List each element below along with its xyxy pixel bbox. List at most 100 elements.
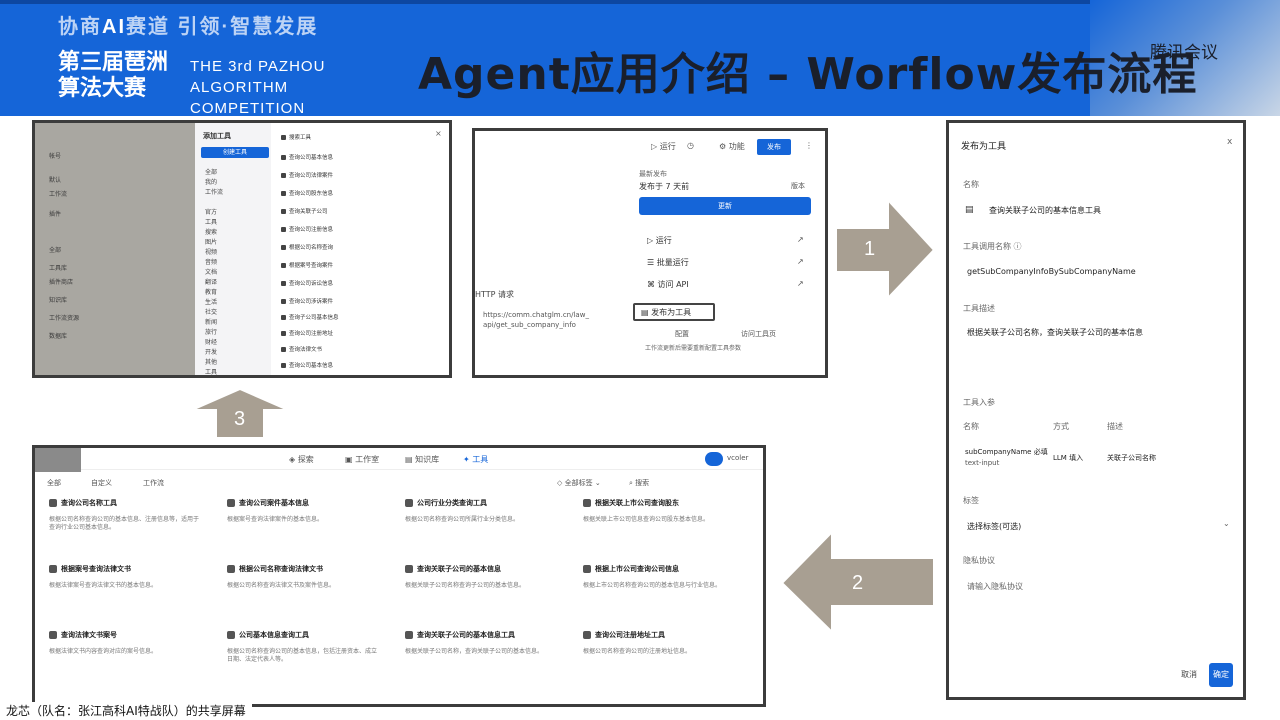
side-item[interactable]: 数据库 xyxy=(49,333,68,340)
tool-list-item[interactable]: 查询公司股东信息 xyxy=(281,189,333,197)
side-item[interactable]: 帐号 xyxy=(49,153,62,160)
update-button[interactable]: 更新 xyxy=(639,197,811,215)
tool-card[interactable]: 公司行业分类查询工具根据公司名称查询公司所属行业分类信息。 xyxy=(405,499,520,523)
category-item[interactable]: 全部 xyxy=(205,169,218,176)
category-item[interactable]: 旅行 xyxy=(205,329,218,336)
category-item[interactable]: 新闻 xyxy=(205,319,218,326)
confirm-button[interactable]: 确定 xyxy=(1209,663,1233,687)
side-item[interactable]: 全部 xyxy=(49,247,62,254)
avatar[interactable] xyxy=(705,452,723,466)
chevron-down-icon[interactable]: ⌄ xyxy=(1223,519,1230,528)
tool-card[interactable]: 根据案号查询法律文书根据法律案号查询法律文书的基本信息。 xyxy=(49,565,158,589)
tool-list-item[interactable]: 搜索工具 xyxy=(281,133,311,141)
tool-card[interactable]: 根据关联上市公司查询股东根据关联上市公司信息查询公司股东基本信息。 xyxy=(583,499,710,523)
tool-list-item[interactable]: 查询公司注册信息 xyxy=(281,225,333,233)
category-item[interactable]: 社交 xyxy=(205,309,218,316)
category-item[interactable]: 工具 xyxy=(205,219,218,226)
more-icon[interactable]: ⋮ xyxy=(805,141,813,150)
nav-knowledge[interactable]: ▤ 知识库 xyxy=(405,455,440,464)
tool-card[interactable]: 查询关联子公司的基本信息根据关联子公司名称查询子公司的基本信息。 xyxy=(405,565,526,589)
tool-list-item[interactable]: 查询公司基本信息 xyxy=(281,361,333,369)
tool-list-item[interactable]: 根据案号查询案件 xyxy=(281,261,333,269)
form-title: 发布为工具 xyxy=(961,142,1007,152)
user-name[interactable]: vcoler xyxy=(727,454,749,462)
config-link[interactable]: 配置 xyxy=(675,330,689,338)
category-item[interactable]: 翻译 xyxy=(205,279,218,286)
tool-list-item[interactable]: 查询公司诉讼信息 xyxy=(281,279,333,287)
category-item[interactable]: 开发 xyxy=(205,349,218,356)
category-item[interactable]: 视频 xyxy=(205,249,218,256)
version-link[interactable]: 版本 xyxy=(791,182,805,190)
tool-list-item[interactable]: 根据公司名称查询 xyxy=(281,243,333,251)
history-icon[interactable]: ◷ xyxy=(687,141,694,150)
description-input[interactable]: 根据关联子公司名称，查询关联子公司的基本信息 xyxy=(967,328,1143,337)
privacy-input[interactable]: 请输入隐私协议 xyxy=(967,582,1023,591)
nav-explore[interactable]: ◈ 探索 xyxy=(289,455,314,464)
tool-list-item[interactable]: 查询公司涉诉案件 xyxy=(281,297,333,305)
category-item[interactable]: 生活 xyxy=(205,299,218,306)
category-item[interactable]: 音频 xyxy=(205,259,218,266)
filter-all[interactable]: 全部 xyxy=(47,479,61,487)
tag-select[interactable]: 选择标签(可选) xyxy=(967,522,1022,531)
tool-list-item[interactable]: 查询公司注册地址 xyxy=(281,329,333,337)
param-header-name: 名称 xyxy=(963,422,979,431)
param-desc[interactable]: 关联子公司名称 xyxy=(1107,454,1156,462)
filter-custom[interactable]: 自定义 xyxy=(91,479,112,487)
access-tool-link[interactable]: 访问工具页 xyxy=(741,330,776,338)
tool-card[interactable]: 查询公司案件基本信息根据案号查询法律案件的基本信息。 xyxy=(227,499,324,523)
tool-list-item[interactable]: 查询法律文书 xyxy=(281,345,322,353)
side-item[interactable]: 工作流 xyxy=(49,191,68,198)
create-tool-button[interactable]: 创建工具 xyxy=(201,147,269,158)
call-name-input[interactable]: getSubCompanyInfoBySubCompanyName xyxy=(967,267,1136,276)
close-icon[interactable]: x xyxy=(1227,137,1233,147)
filter-workflow[interactable]: 工作流 xyxy=(143,479,164,487)
category-item[interactable]: 我的 xyxy=(205,179,218,186)
tool-card[interactable]: 公司基本信息查询工具根据公司名称查询公司的基本信息，包括注册资本、成立日期、法定… xyxy=(227,631,378,663)
nav-studio[interactable]: ▣ 工作室 xyxy=(345,455,380,464)
scrollbar[interactable] xyxy=(825,131,828,377)
category-item[interactable]: 图片 xyxy=(205,239,218,246)
name-input[interactable]: 查询关联子公司的基本信息工具 xyxy=(989,206,1101,215)
tool-card[interactable]: 根据公司名称查询法律文书根据公司名称查询法律文书及案件信息。 xyxy=(227,565,336,589)
category-item[interactable]: 工具 xyxy=(205,369,218,376)
tool-list-item[interactable]: 查询子公司基本信息 xyxy=(281,313,339,321)
category-item[interactable]: 其他 xyxy=(205,359,218,366)
side-item[interactable]: 知识库 xyxy=(49,297,68,304)
side-item[interactable]: 工具库 xyxy=(49,265,68,272)
nav-tools[interactable]: ✦ 工具 xyxy=(463,455,489,464)
cancel-button[interactable]: 取消 xyxy=(1181,670,1197,679)
category-item[interactable]: 工作流 xyxy=(205,189,224,196)
tool-card[interactable]: 查询关联子公司的基本信息工具根据关联子公司名称，查询关联子公司的基本信息。 xyxy=(405,631,544,655)
category-item[interactable]: 教育 xyxy=(205,289,218,296)
tool-list-item[interactable]: 查询关联子公司 xyxy=(281,207,328,215)
tool-card[interactable]: 查询法律文书案号根据法律文书内容查询对应的案号信息。 xyxy=(49,631,158,655)
category-item[interactable]: 搜索 xyxy=(205,229,218,236)
publish-as-tool-button[interactable]: ▤ 发布为工具 xyxy=(641,308,692,317)
feature-button[interactable]: ⚙ 功能 xyxy=(719,142,745,151)
category-item[interactable]: 财经 xyxy=(205,339,218,346)
tool-list-item[interactable]: 查询公司基本信息 xyxy=(281,153,333,161)
category-item[interactable]: 官方 xyxy=(205,209,218,216)
tencent-meeting-label: 腾讯会议 xyxy=(1150,43,1218,63)
menu-run[interactable]: ▷ 运行 xyxy=(647,236,672,245)
tool-card[interactable]: 查询公司注册地址工具根据公司名称查询公司的注册地址信息。 xyxy=(583,631,692,655)
side-item[interactable]: 插件 xyxy=(49,211,62,218)
tool-icon xyxy=(281,209,286,214)
menu-batch-run[interactable]: ☰ 批量运行 xyxy=(647,258,689,267)
tool-card[interactable]: 查询公司名称工具根据公司名称查询公司的基本信息、注册信息等，适用于查询行业公司基… xyxy=(49,499,200,531)
tag-filter-select[interactable]: ◇ 全部标签 ⌄ xyxy=(557,479,601,487)
category-item[interactable]: 文档 xyxy=(205,269,218,276)
tool-card[interactable]: 根据上市公司查询公司信息根据上市公司名称查询公司的基本信息与行业信息。 xyxy=(583,565,722,589)
param-type: text-input xyxy=(965,459,1000,467)
close-icon[interactable]: × xyxy=(435,129,442,138)
tool-icon xyxy=(281,227,286,232)
run-button[interactable]: ▷ 运行 xyxy=(651,142,676,151)
param-mode-select[interactable]: LLM 填入 xyxy=(1053,454,1084,462)
tool-list-item[interactable]: 查询公司法律案件 xyxy=(281,171,333,179)
side-item[interactable]: 工作流资源 xyxy=(49,315,80,322)
side-item[interactable]: 插件商店 xyxy=(49,279,74,286)
publish-button[interactable]: 发布 xyxy=(757,139,791,155)
side-item[interactable]: 默认 xyxy=(49,177,62,184)
menu-access-api[interactable]: ⌘ 访问 API xyxy=(647,280,689,289)
search-input[interactable]: ⌕ 搜索 xyxy=(629,479,650,487)
